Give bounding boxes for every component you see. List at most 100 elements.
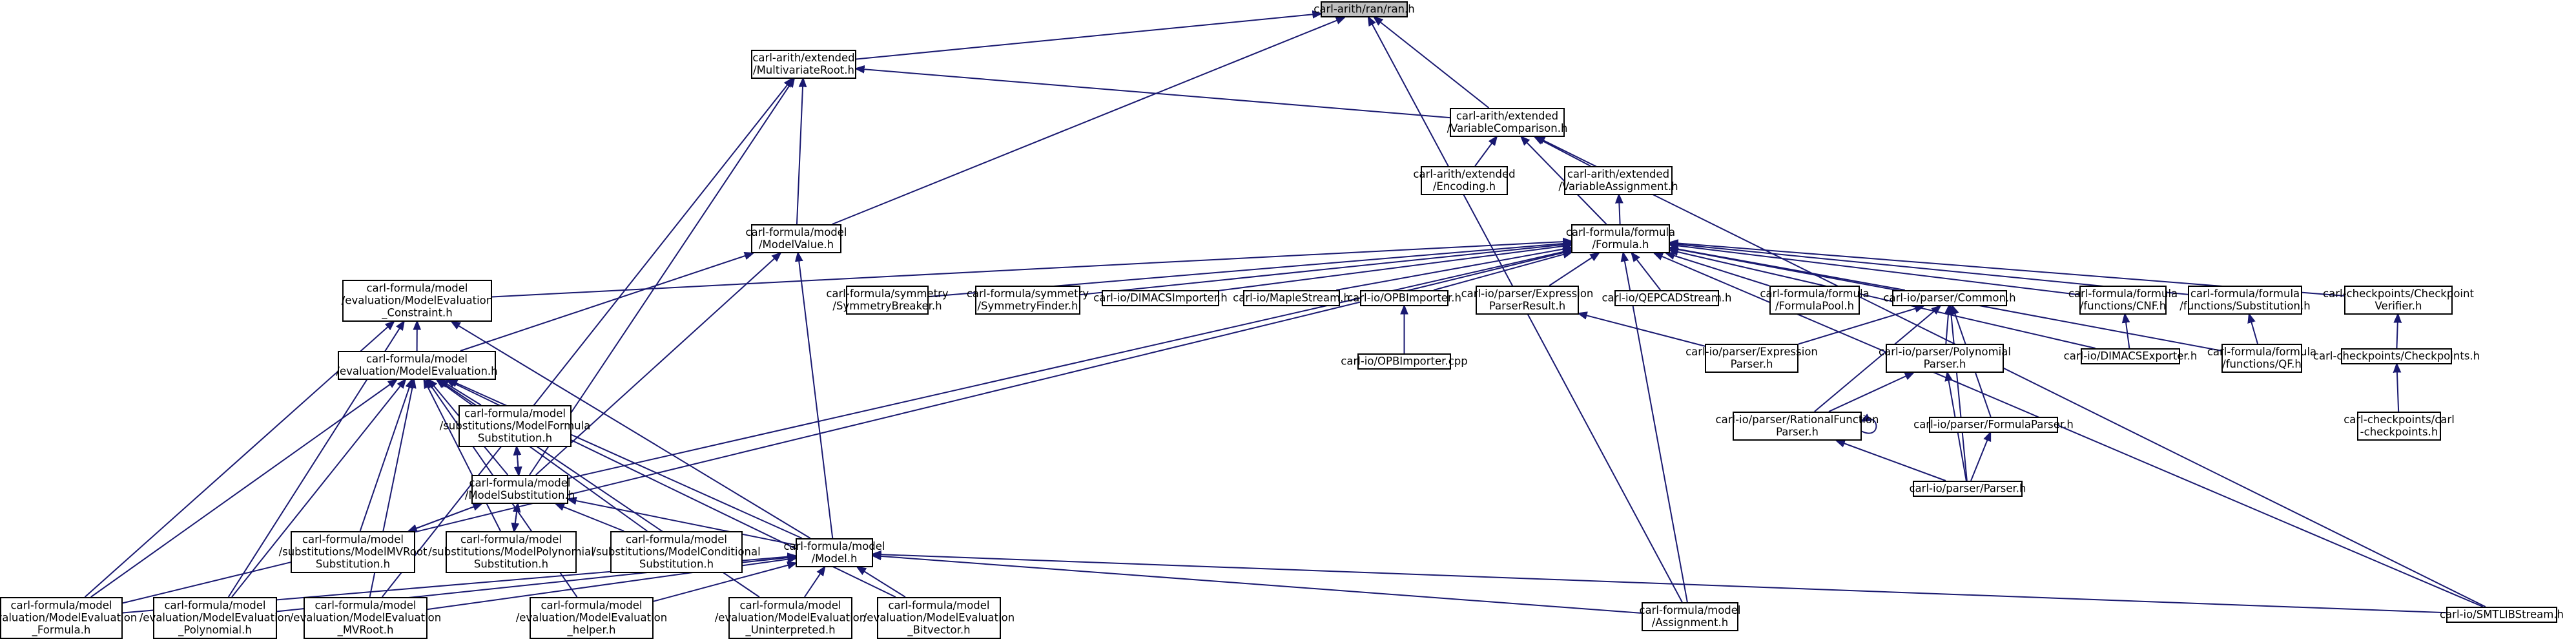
node-box [1913, 481, 2023, 497]
edge-n5-n31 [568, 250, 1571, 479]
node-label: Substitution.h [478, 432, 552, 445]
graph-node[interactable]: carl-formula/model/evaluation/ModelEvalu… [290, 597, 442, 639]
node-label: ParserResult.h [1489, 300, 1565, 312]
edge-n16-n32 [1950, 306, 1968, 481]
node-label: carl-formula/model [541, 600, 642, 612]
node-label: carl-formula/model [745, 226, 847, 238]
graph-node[interactable]: carl-formula/model/substitutions/ModelMV… [279, 531, 428, 573]
node-box [459, 405, 572, 447]
graph-node[interactable]: carl-formula/formula/functions/Substitut… [2179, 286, 2311, 315]
node-label: carl-arith/extended [1413, 168, 1515, 180]
edge-n0-n1 [856, 14, 1321, 60]
node-label: carl-formula/model [739, 600, 841, 612]
graph-node[interactable]: carl-formula/model/evaluation/ModelEvalu… [863, 597, 1015, 639]
edge-n21-n35 [437, 380, 648, 532]
node-label: carl-formula/model [1639, 604, 1740, 616]
node-label: /substitutions/ModelPolynomial [428, 546, 594, 558]
graph-node[interactable]: carl-formula/symmetry/SymmetryFinder.h [967, 286, 1089, 315]
graph-node[interactable]: carl-io/MapleStream.h [1233, 290, 1350, 306]
edge-n6-n31 [535, 253, 780, 476]
node-box [0, 597, 123, 639]
node-label: /evaluation/ModelEvaluation [342, 295, 493, 307]
graph-node[interactable]: carl-formula/model/evaluation/ModelEvalu… [139, 597, 291, 639]
graph-node[interactable]: carl-arith/extended/VariableAssignment.h [1558, 166, 1678, 195]
node-box [530, 597, 654, 639]
node-box [1929, 417, 2058, 433]
node-label: _helper.h [566, 624, 615, 637]
node-label: carl-formula/model [10, 600, 112, 612]
node-label: carl-formula/formula [1760, 288, 1869, 300]
node-label: /SymmetryBreaker.h [832, 300, 942, 312]
edge-n16-n28 [1814, 306, 1940, 412]
node-box [2446, 607, 2557, 623]
edge-n19-n26 [2396, 315, 2398, 349]
graph-node[interactable]: carl-io/parser/Parser.h [1909, 481, 2026, 497]
graph-node[interactable]: carl-formula/formula/functions/CNF.h [2068, 286, 2178, 315]
edge-n16-n23 [1946, 306, 1949, 344]
edge-n5-n9 [1080, 244, 1571, 296]
graph-node[interactable]: carl-formula/model/substitutions/ModelFo… [440, 405, 591, 447]
graph-node[interactable]: carl-io/DIMACSExporter.h [2064, 348, 2198, 364]
graph-node[interactable]: carl-formula/formula/FormulaPool.h [1760, 286, 1870, 315]
node-label: /VariableComparison.h [1447, 122, 1568, 134]
node-label: /Model.h [812, 552, 858, 565]
node-label: carl-formula/model [460, 534, 562, 546]
graph-node[interactable]: carl-arith/ran/ran.h [1314, 1, 1415, 17]
node-label: /evaluation/ModelEvaluation [0, 612, 137, 624]
edge-n0-n2 [1374, 17, 1490, 109]
edge-n5-n24 [1670, 250, 2096, 349]
graph-node[interactable]: carl-formula/model/substitutions/ModelPo… [428, 531, 594, 573]
graph-node[interactable]: carl-formula/formula/functions/QF.h [2207, 344, 2316, 373]
graph-node[interactable]: carl-arith/extended/VariableComparison.h [1447, 108, 1568, 137]
edge-n2-n3 [1474, 137, 1496, 167]
graph-node[interactable]: carl-formula/model/evaluation/ModelEvalu… [336, 351, 498, 380]
edge-n0-n6 [832, 17, 1345, 225]
graph-node[interactable]: carl-formula/formula/Formula.h [1566, 224, 1675, 253]
node-box [1564, 166, 1673, 195]
graph-node[interactable]: carl-formula/model/evaluation/ModelEvalu… [342, 280, 493, 322]
node-label: _Formula.h [32, 624, 91, 637]
node-label: carl-io/DIMACSExporter.h [2064, 350, 2198, 362]
graph-node[interactable]: carl-formula/model/ModelValue.h [745, 224, 847, 253]
node-label: carl-io/parser/RationalFunction [1716, 414, 1879, 426]
node-label: carl-io/SMTLIBStream.h [2440, 609, 2564, 621]
node-box [1450, 108, 1565, 137]
graph-node[interactable]: carl-io/parser/Common.h [1883, 290, 2016, 306]
node-box [975, 286, 1080, 315]
node-box [610, 531, 743, 573]
graph-node[interactable]: carl-formula/model/Assignment.h [1639, 602, 1741, 631]
graph-node[interactable]: carl-io/DIMACSImporter.h [1093, 290, 1228, 306]
graph-node[interactable]: carl-arith/extended/MultivariateRoot.h [751, 50, 856, 79]
graph-node[interactable]: carl-checkpoints/Checkpoints.h [2313, 348, 2480, 364]
node-label: carl-formula/model [464, 408, 566, 420]
edge-n5-n7 [491, 241, 1571, 298]
graph-node[interactable]: carl-formula/model/evaluation/ModelEvalu… [516, 597, 668, 639]
graph-node[interactable]: carl-io/SMTLIBStream.h [2440, 607, 2564, 623]
graph-node[interactable]: carl-io/parser/FormulaParser.h [1913, 417, 2074, 433]
graph-node[interactable]: carl-io/OPBImporter.cpp [1341, 353, 1468, 370]
graph-node[interactable]: carl-formula/model/substitutions/ModelCo… [592, 531, 761, 573]
graph-node[interactable]: carl-formula/symmetry/SymmetryBreaker.h [826, 286, 949, 315]
node-box [2341, 348, 2452, 364]
graph-node[interactable]: carl-formula/model/evaluation/ModelEvalu… [0, 597, 137, 639]
node-label: /substitutions/ModelConditional [592, 546, 760, 558]
graph-node[interactable]: carl-formula/model/evaluation/ModelEvalu… [715, 597, 867, 639]
edge-n36-n43 [873, 556, 1642, 614]
graph-node[interactable]: carl-formula/model/ModelSubstitution.h [465, 475, 575, 504]
edge-n1-n39 [381, 79, 792, 598]
node-box [2188, 286, 2302, 315]
node-box [1642, 602, 1738, 631]
graph-node[interactable]: carl-formula/model/Model.h [783, 538, 885, 567]
graph-node[interactable]: carl-checkpoints/carl-checkpoints.h [2344, 412, 2455, 441]
edge-n6-n21 [460, 253, 753, 351]
graph-node[interactable]: carl-io/QEPCADStream.h [1602, 290, 1732, 306]
graph-node[interactable]: carl-arith/extended/Encoding.h [1413, 166, 1516, 195]
graph-node[interactable]: carl-io/OPBImporter.h [1347, 290, 1461, 306]
node-label: /ModelValue.h [759, 238, 834, 251]
